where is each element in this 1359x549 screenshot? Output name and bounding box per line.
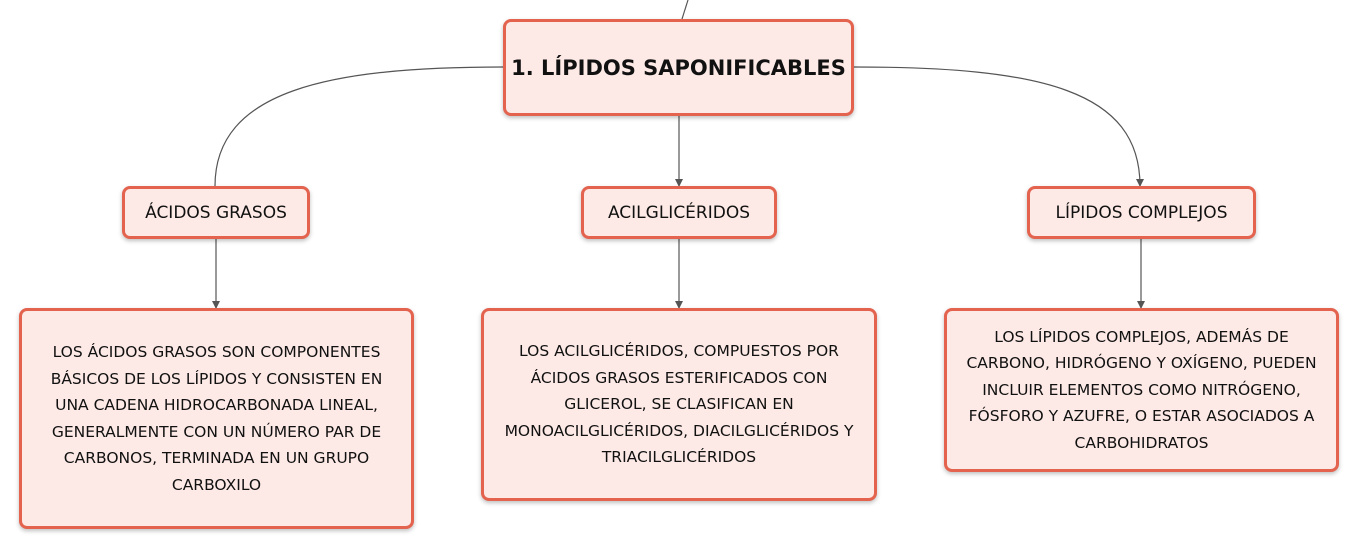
connector-root-to-acidos-grasos <box>214 66 504 187</box>
connector-root-to-lipidos-complejos <box>853 66 1144 187</box>
description-text: LOS ÁCIDOS GRASOS SON COMPONENTES BÁSICO… <box>50 343 383 494</box>
root-node-lipidos-saponificables[interactable]: 1. LÍPIDOS SAPONIFICABLES <box>503 19 854 116</box>
category-node-acilgliceridos[interactable]: ACILGLICÉRIDOS <box>581 186 777 239</box>
description-text: LOS LÍPIDOS COMPLEJOS, ADEMÁS DE CARBONO… <box>966 327 1317 452</box>
category-label: ACILGLICÉRIDOS <box>607 202 751 223</box>
category-node-lipidos-complejos[interactable]: LÍPIDOS COMPLEJOS <box>1027 186 1256 239</box>
category-label: ÁCIDOS GRASOS <box>145 202 287 223</box>
description-node-acidos-grasos[interactable]: LOS ÁCIDOS GRASOS SON COMPONENTES BÁSICO… <box>19 308 414 529</box>
description-text: LOS ACILGLICÉRIDOS, COMPUESTOS POR ÁCIDO… <box>504 342 854 467</box>
description-node-acilgliceridos[interactable]: LOS ACILGLICÉRIDOS, COMPUESTOS POR ÁCIDO… <box>481 308 877 501</box>
category-node-acidos-grasos[interactable]: ÁCIDOS GRASOS <box>122 186 310 239</box>
incoming-connector <box>681 0 689 20</box>
description-node-lipidos-complejos[interactable]: LOS LÍPIDOS COMPLEJOS, ADEMÁS DE CARBONO… <box>944 308 1339 472</box>
category-label: LÍPIDOS COMPLEJOS <box>1055 202 1228 223</box>
root-node-label: 1. LÍPIDOS SAPONIFICABLES <box>511 55 846 80</box>
